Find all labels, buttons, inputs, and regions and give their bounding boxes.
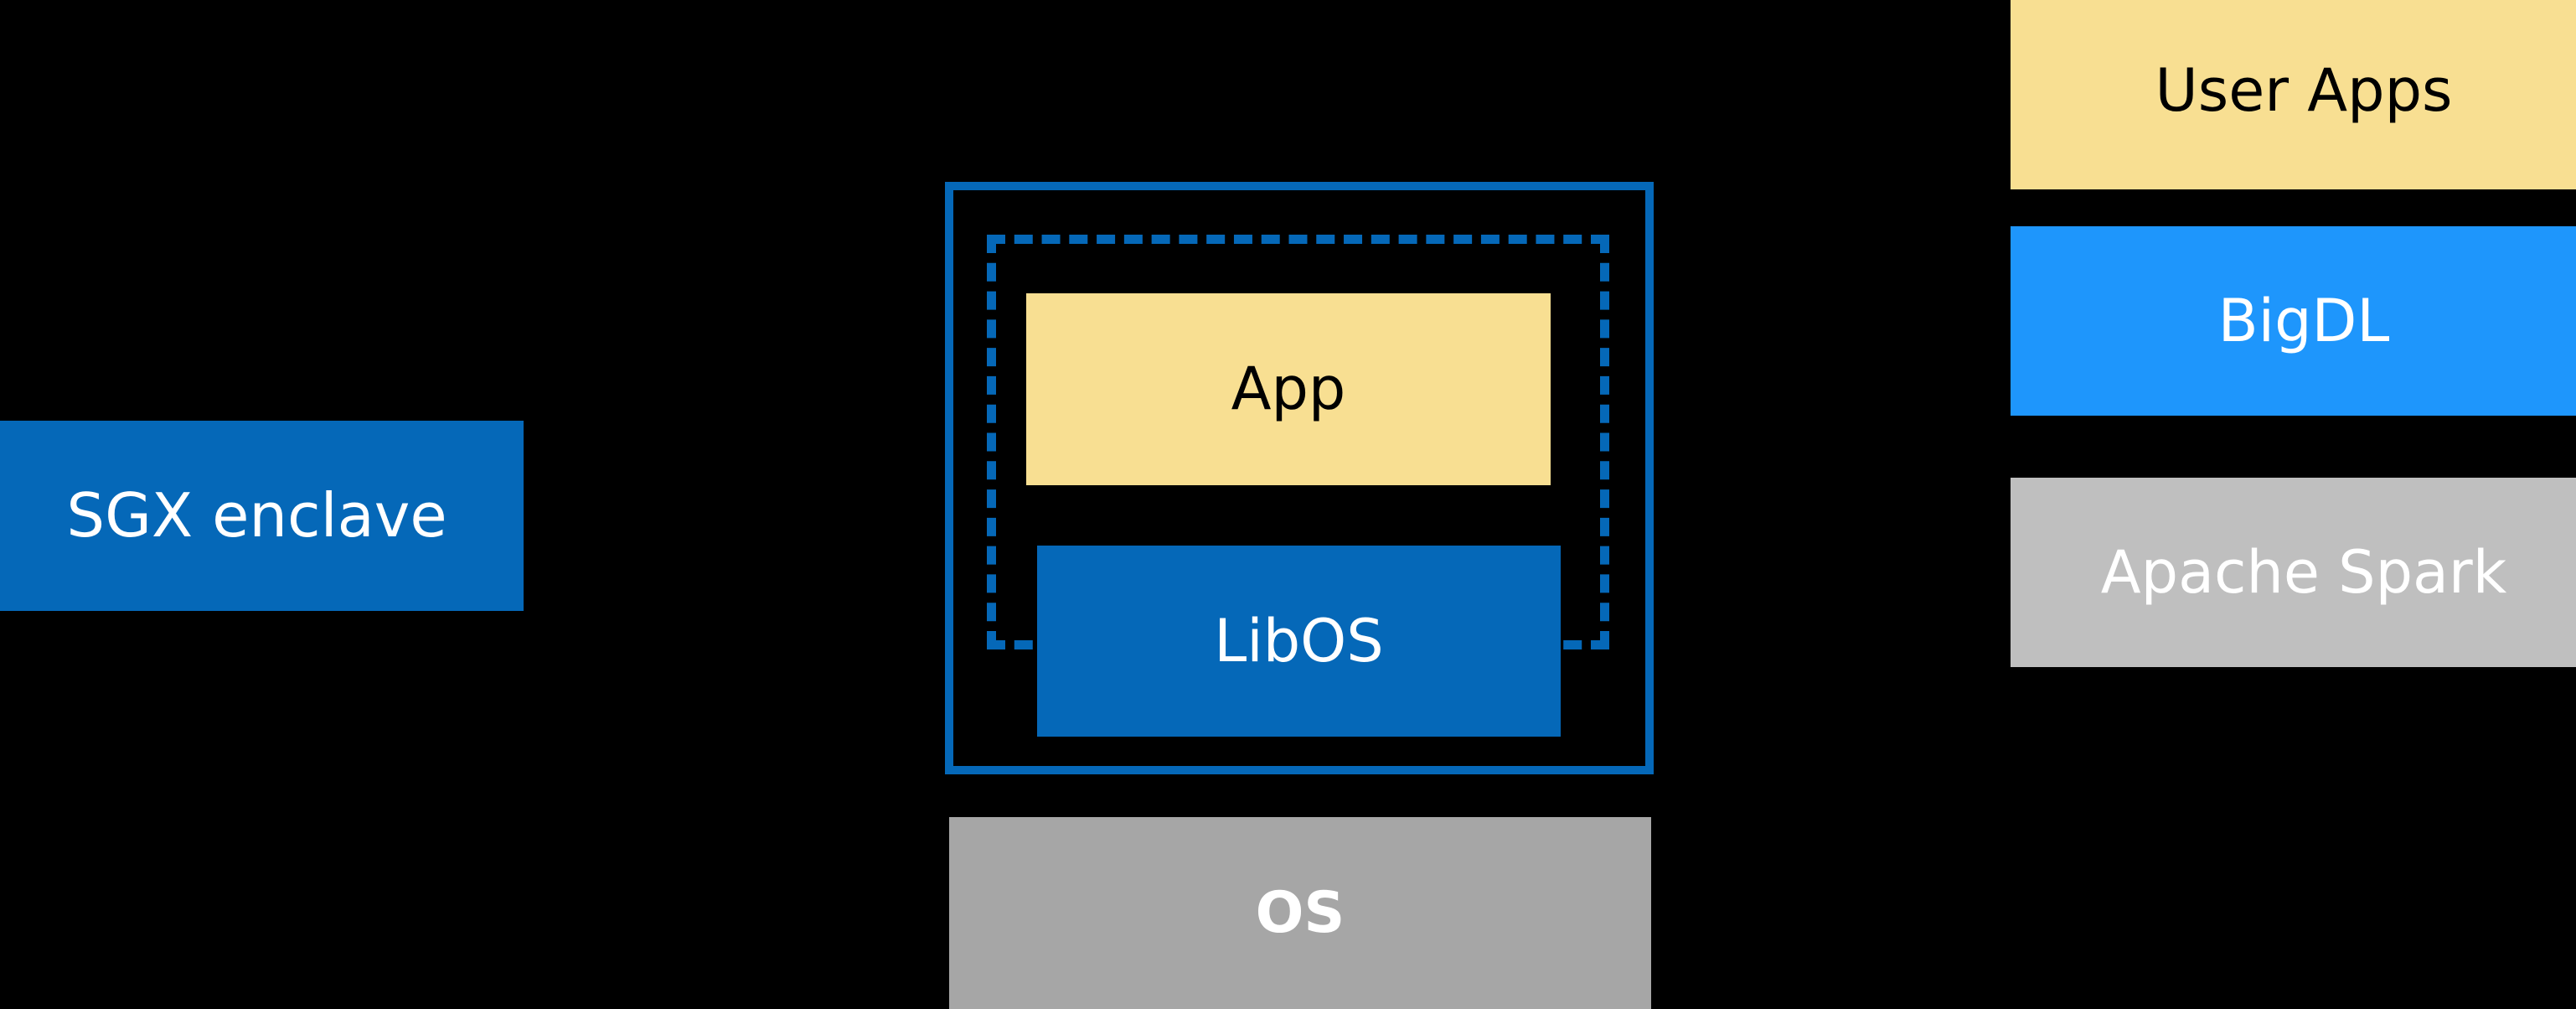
user-apps-box[interactable]: User Apps bbox=[2011, 0, 2576, 189]
sgx-enclave-label: SGX enclave bbox=[66, 479, 447, 551]
app-box[interactable]: App bbox=[1026, 293, 1551, 485]
connector-sgx-enclave-to-frame bbox=[518, 511, 945, 531]
enclave-outer-frame bbox=[945, 182, 1654, 774]
app-label: App bbox=[1231, 354, 1346, 423]
bigdl-label: BigDL bbox=[2217, 286, 2390, 355]
user-apps-label: User Apps bbox=[2155, 55, 2453, 125]
apache-spark-label: Apache Spark bbox=[2100, 537, 2507, 607]
bigdl-box[interactable]: BigDL bbox=[2011, 226, 2576, 416]
os-label: OS bbox=[1255, 880, 1345, 946]
apache-spark-box[interactable]: Apache Spark bbox=[2011, 478, 2576, 667]
os-box[interactable]: OS bbox=[949, 817, 1651, 1009]
libos-box[interactable]: LibOS bbox=[1037, 546, 1561, 737]
sgx-enclave-box[interactable]: SGX enclave bbox=[0, 421, 524, 611]
libos-label: LibOS bbox=[1214, 606, 1384, 675]
